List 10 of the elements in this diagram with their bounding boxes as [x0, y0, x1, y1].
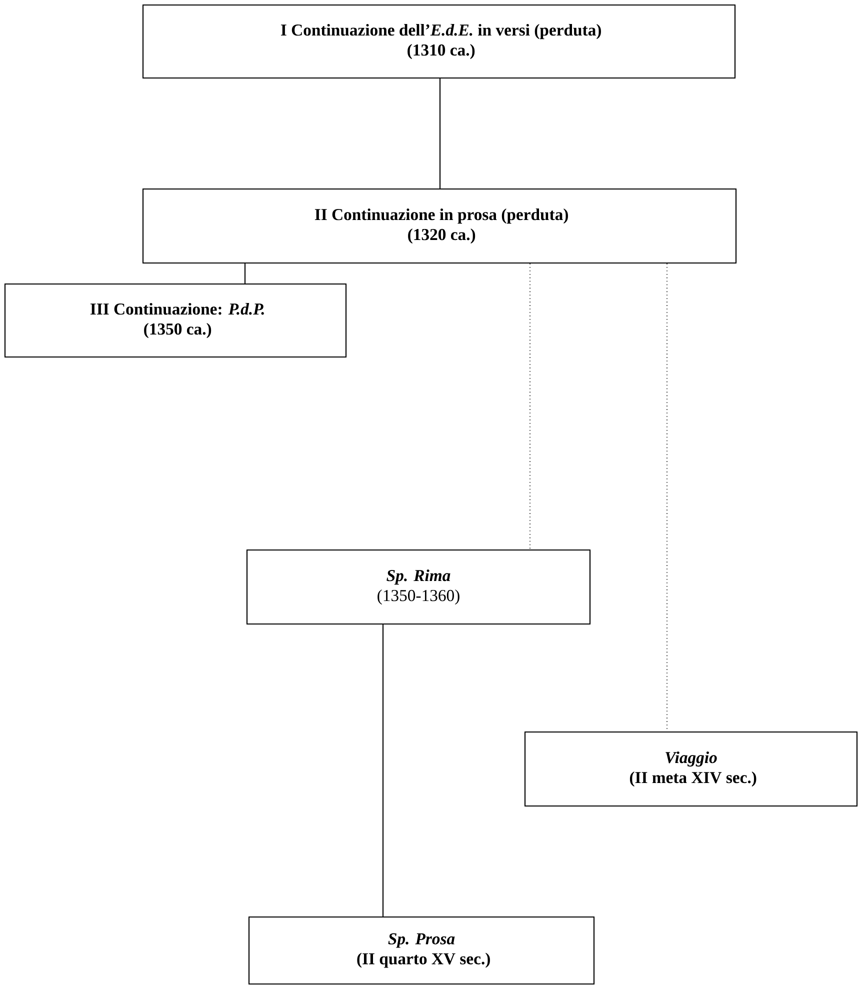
connector-line	[439, 78, 441, 188]
connector-line	[666, 263, 668, 732]
text-box: I Continuazione dell’E.d.E. in versi (perduta) (1310 ca.)	[142, 4, 736, 79]
text-box: II Continuazione in prosa (perduta) (1320 ca.)	[142, 188, 737, 264]
connector-line	[382, 624, 384, 916]
connector-line	[244, 264, 246, 284]
text-box: Sp. Rima (1350-1360)	[246, 549, 591, 625]
text-box: III Continuazione: P.d.P. (1350 ca.)	[4, 283, 347, 358]
text-box: Viaggio (II meta XIV sec.)	[524, 731, 858, 807]
text-box: Sp. Prosa (II quarto XV sec.)	[248, 916, 595, 985]
